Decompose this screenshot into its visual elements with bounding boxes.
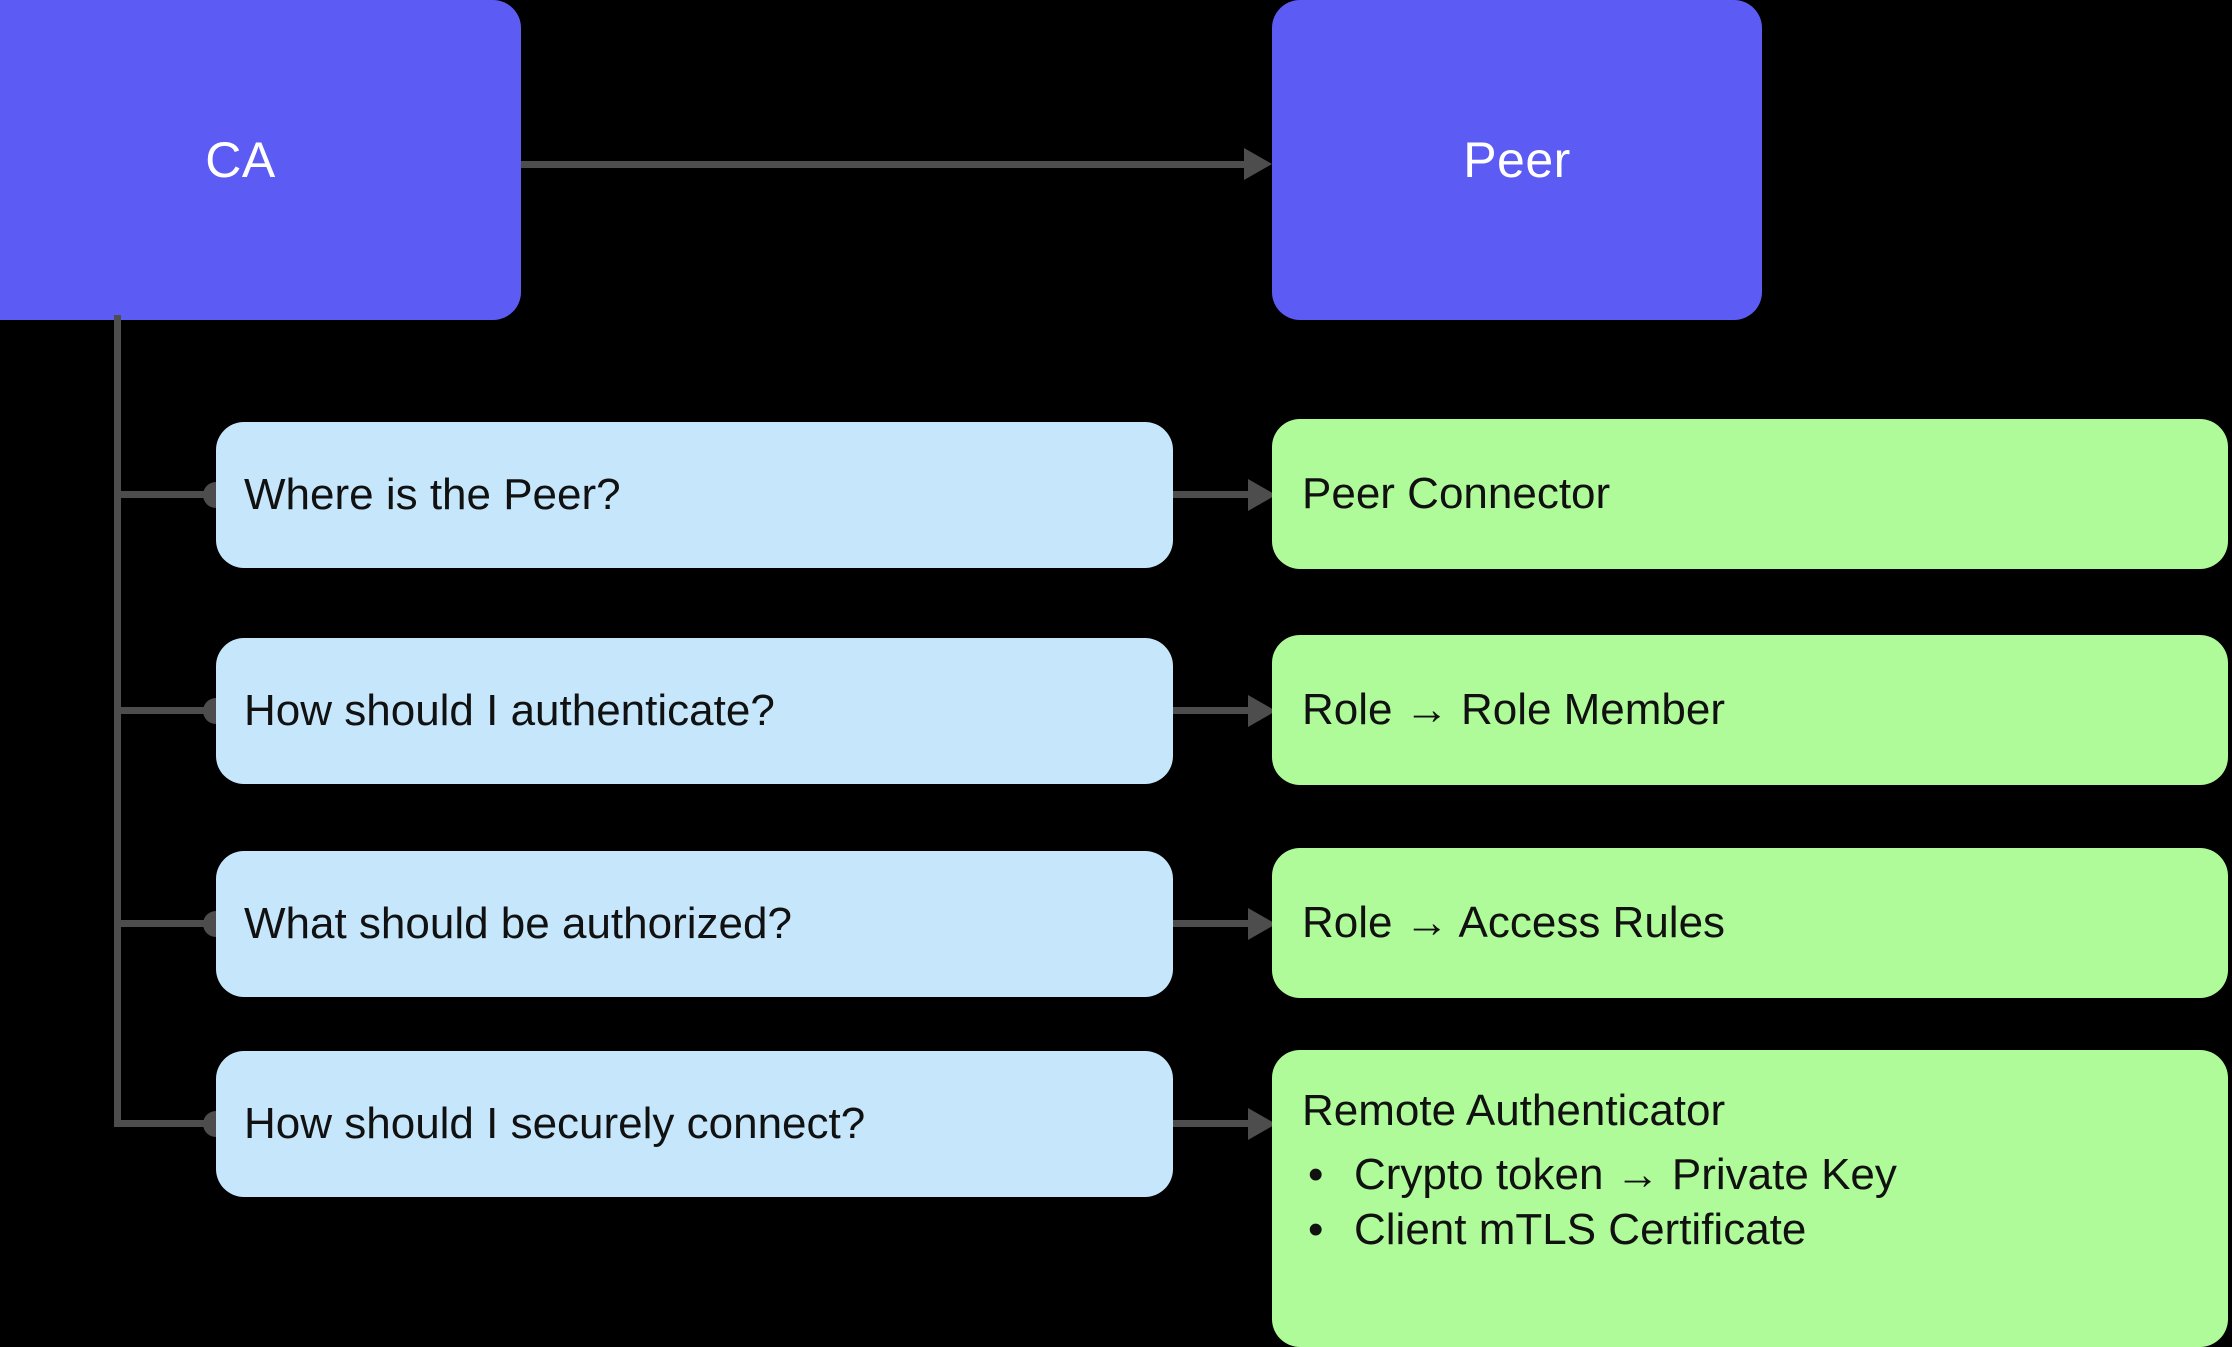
edge-branch-row-4 xyxy=(114,1120,210,1127)
answer-heading-row-1: Peer Connector xyxy=(1302,468,1611,518)
edge-question-to-answer-row-2 xyxy=(1173,707,1251,714)
question-box-row-4[interactable]: How should I securely connect? xyxy=(216,1051,1173,1197)
node-peer-label: Peer xyxy=(1463,131,1571,188)
question-label-row-4: How should I securely connect? xyxy=(244,1098,866,1148)
bullet-dot-icon: • xyxy=(1308,1149,1324,1199)
edge-branch-row-3 xyxy=(114,920,210,927)
edge-arrowhead-row-3 xyxy=(1248,908,1276,940)
question-label-row-1: Where is the Peer? xyxy=(244,469,621,519)
answer-bullet-item: • Client mTLS Certificate xyxy=(1308,1202,1897,1257)
edge-ca-to-peer-arrowhead xyxy=(1244,148,1272,180)
answer-heading-row-3: Role → Access Rules xyxy=(1302,897,1726,947)
answer-bullet-item: • Crypto token → Private Key xyxy=(1308,1147,1897,1202)
node-peer[interactable]: Peer xyxy=(1272,0,1762,320)
answer-bullet-list-row-4: • Crypto token → Private Key • Client mT… xyxy=(1302,1147,1897,1257)
answer-heading-row-2: Role → Role Member xyxy=(1302,684,1726,734)
answer-box-row-2[interactable]: Role → Role Member xyxy=(1272,635,2228,785)
edge-ca-spine xyxy=(114,315,121,1127)
question-box-row-1[interactable]: Where is the Peer? xyxy=(216,422,1173,568)
edge-question-to-answer-row-3 xyxy=(1173,920,1251,927)
question-label-row-2: How should I authenticate? xyxy=(244,685,775,735)
answer-heading-row-4: Remote Authenticator xyxy=(1302,1086,1726,1135)
edge-question-to-answer-row-1 xyxy=(1173,491,1251,498)
question-box-row-2[interactable]: How should I authenticate? xyxy=(216,638,1173,784)
answer-bullet-label: Crypto token → Private Key xyxy=(1354,1149,1897,1199)
edge-question-to-answer-row-4 xyxy=(1173,1120,1251,1127)
answer-bullet-label: Client mTLS Certificate xyxy=(1354,1204,1807,1254)
node-ca-label: CA xyxy=(205,131,276,188)
edge-arrowhead-row-4 xyxy=(1248,1108,1276,1140)
node-ca[interactable]: CA xyxy=(0,0,521,320)
question-label-row-3: What should be authorized? xyxy=(244,898,792,948)
question-box-row-3[interactable]: What should be authorized? xyxy=(216,851,1173,997)
edge-branch-row-2 xyxy=(114,707,210,714)
edge-branch-row-1 xyxy=(114,491,210,498)
edge-arrowhead-row-2 xyxy=(1248,695,1276,727)
answer-box-row-4[interactable]: Remote Authenticator • Crypto token → Pr… xyxy=(1272,1050,2228,1347)
answer-box-row-1[interactable]: Peer Connector xyxy=(1272,419,2228,569)
answer-box-row-3[interactable]: Role → Access Rules xyxy=(1272,848,2228,998)
edge-ca-to-peer-line xyxy=(521,161,1244,168)
edge-arrowhead-row-1 xyxy=(1248,479,1276,511)
bullet-dot-icon: • xyxy=(1308,1204,1324,1254)
